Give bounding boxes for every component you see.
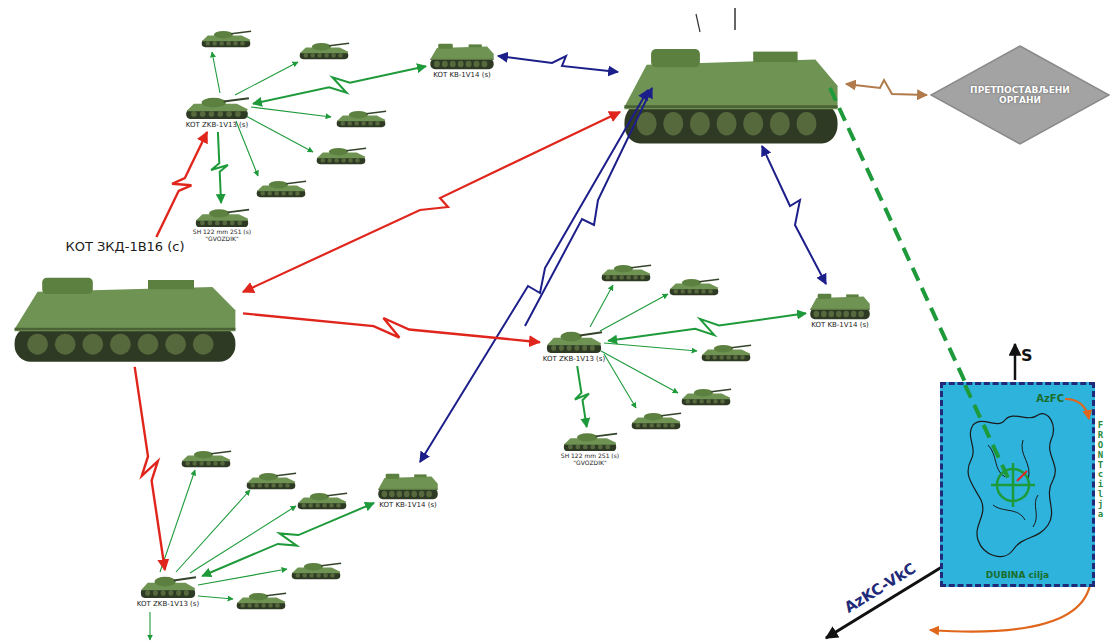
- target-map: [943, 385, 1092, 584]
- vehicle-label: KOT KB-1V14 (s): [379, 501, 437, 509]
- superior-diamond: ПРЕТПОСТАВЉЕНИ ОРГАНИ: [930, 45, 1110, 145]
- vehicle-picture: [184, 94, 250, 120]
- radio-link: [608, 313, 806, 341]
- vehicle-picture: [10, 259, 240, 364]
- vehicle-node: KOT KB-1V14 (s): [809, 288, 871, 329]
- target-area: AzFCFRONT ciljaDUBINA cilja: [940, 382, 1095, 587]
- vehicle-node: KOT ZKB-1V13 (s): [184, 94, 250, 129]
- howitzer-group: [182, 31, 751, 609]
- vehicle-node: КОТ ЗКД-1В16 (с): [10, 240, 240, 364]
- superior-label: ПРЕТПОСТАВЉЕНИ ОРГАНИ: [970, 85, 1070, 106]
- radio-link: [202, 503, 374, 576]
- vehicle-label: KOT ZKB-1V13 (s): [186, 121, 248, 129]
- radio-link: [135, 367, 165, 570]
- vehicle-label: SH 122 mm 2S1 (s) "GVOZDIK": [191, 229, 253, 243]
- vehicle-label: KOT ZKB-1V13 (s): [543, 355, 605, 363]
- vehicle-node: KOT KB-1V14 (s): [377, 468, 439, 509]
- vehicle-picture: [194, 206, 250, 228]
- command-vehicle: [624, 8, 837, 143]
- vehicle-node: KOT KB-1V14 (s): [429, 38, 495, 79]
- vehicle-node: SH 122 mm 2S1 (s) "GVOZDIK": [191, 206, 253, 243]
- vehicle-label: КОТ ЗКД-1В16 (с): [65, 240, 184, 255]
- vehicle-node: SH 122 mm 2S1 (s) "GVOZDIK": [559, 430, 621, 467]
- vehicle-label: KOT KB-1V14 (s): [433, 71, 491, 79]
- vehicle-node: KOT ZKB-1V13 (s): [137, 573, 199, 608]
- vehicle-picture: [562, 430, 618, 452]
- radio-link: [575, 366, 589, 427]
- vehicle-label: KOT ZKB-1V13 (s): [137, 600, 199, 608]
- vehicle-picture: [545, 328, 603, 354]
- vehicle-picture: [429, 38, 495, 70]
- vehicle-label: SH 122 mm 2S1 (s) "GVOZDIK": [559, 453, 621, 467]
- north-label: S: [1021, 346, 1033, 365]
- vehicle-picture: [809, 288, 871, 320]
- radio-link: [253, 66, 426, 103]
- vehicle-label: KOT KB-1V14 (s): [811, 321, 869, 329]
- vehicle-node: KOT ZKB-1V13 (s): [543, 328, 605, 363]
- target-label: FRONT cilja: [1096, 421, 1105, 520]
- radio-link: [211, 132, 228, 203]
- vehicle-picture: [139, 573, 197, 599]
- radio-link: [243, 313, 540, 342]
- target-label: AzFC: [1036, 393, 1064, 405]
- vehicle-picture: [377, 468, 439, 500]
- command-links: [243, 56, 965, 462]
- target-label: DUBINA cilja: [943, 570, 1092, 580]
